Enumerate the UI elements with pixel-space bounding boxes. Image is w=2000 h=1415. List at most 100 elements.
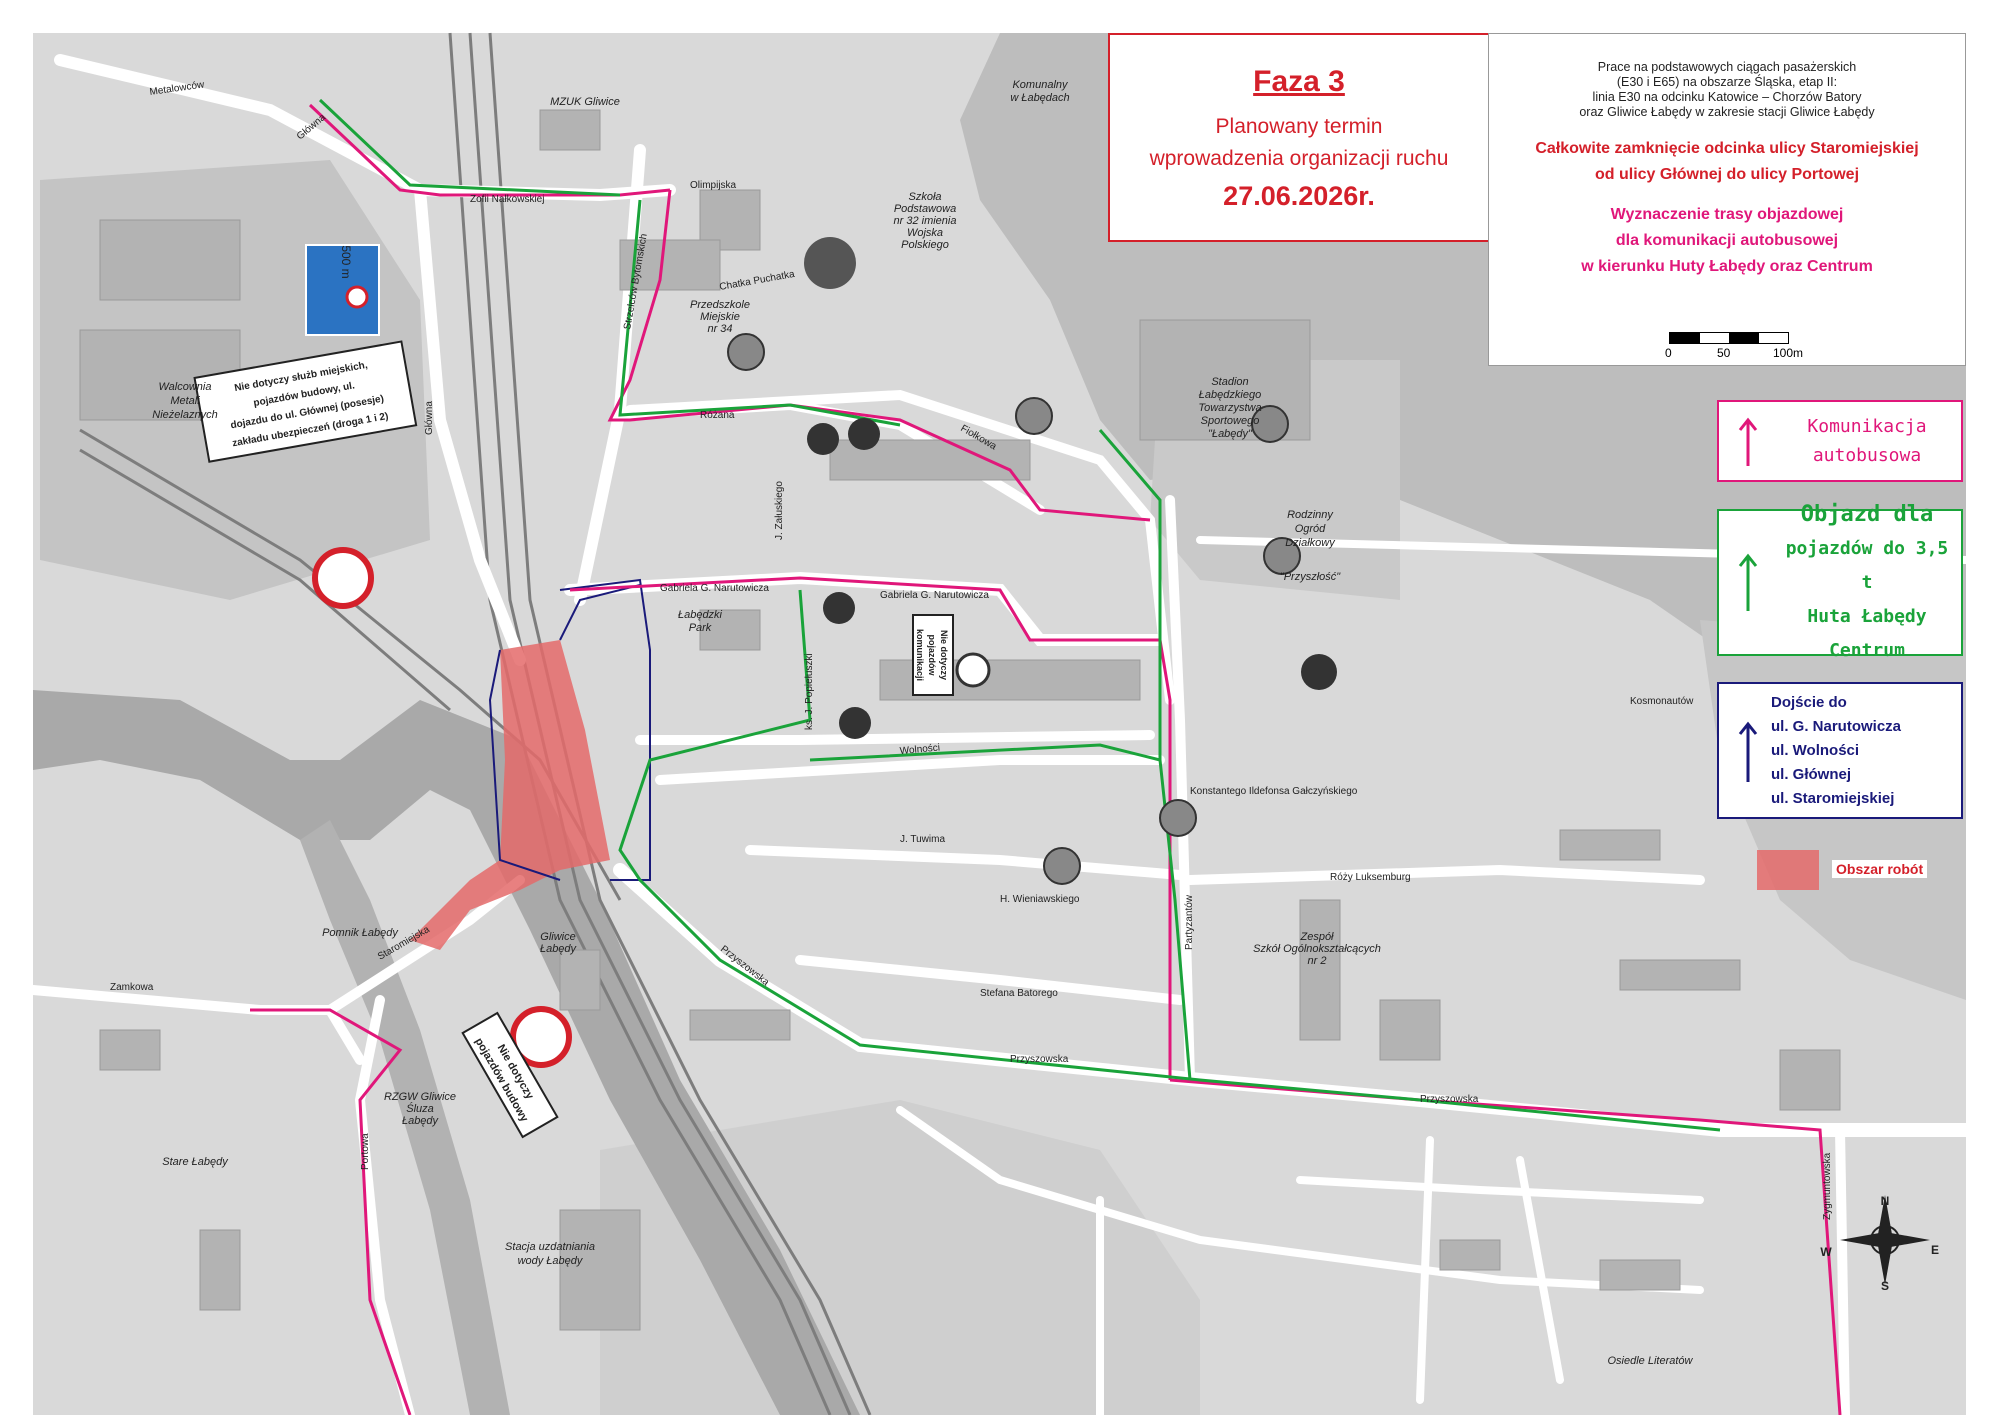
- street-partyzantow: Partyzantów: [1184, 894, 1195, 950]
- project-line-1: Prace na podstawowych ciągach pasażerski…: [1597, 60, 1857, 74]
- place-walcownia-1: Walcownia: [159, 381, 212, 393]
- arrow-up-icon: [1738, 417, 1758, 466]
- compass-e: E: [1931, 1243, 1939, 1257]
- place-stare-labedy: Stare Łabędy: [162, 1156, 229, 1168]
- legend-access: Dojście do ul. G. Narutowicza ul. Wolnoś…: [1717, 682, 1963, 819]
- traffic-signs: [312, 237, 1337, 1068]
- place-wody-2: wody Łabędy: [518, 1255, 584, 1267]
- place-rzgw-1: RZGW Gliwice: [384, 1091, 456, 1103]
- place-szkola-4: Wojska: [907, 227, 943, 239]
- phase-line-2: wprowadzenia organizacji ruchu: [1149, 147, 1449, 170]
- legend-detour: Objazd dla pojazdów do 3,5 t Huta Łabędy…: [1717, 502, 1963, 661]
- closure-line-2: od ulicy Głównej do ulicy Portowej: [1594, 166, 1860, 183]
- street-galczynskiego: Konstantego Ildefonsa Gałczyńskiego: [1190, 786, 1358, 797]
- detour-description: Wyznaczenie trasy objazdowej dla komunik…: [1489, 202, 1965, 280]
- compass-s: S: [1881, 1279, 1889, 1293]
- place-zespol-2: Szkół Ogólnokształcących: [1253, 943, 1381, 955]
- street-wolnosci: Wolności: [899, 743, 940, 757]
- place-szkola-3: nr 32 imienia: [894, 215, 957, 227]
- scale-label-0: 0: [1665, 346, 1672, 360]
- place-komunalny-2: w Łabędach: [1010, 92, 1069, 104]
- legend-works-label: Obszar robót: [1832, 860, 1928, 878]
- sign-500m-label: 500 m: [339, 245, 353, 278]
- arrow-up-icon: [1738, 553, 1758, 611]
- compass-w: W: [1820, 1245, 1832, 1259]
- closure-line-1: Całkowite zamknięcie odcinka ulicy Staro…: [1535, 140, 1919, 157]
- project-line-4: oraz Gliwice Łabędy w zakresie stacji Gl…: [1579, 105, 1875, 119]
- place-ogrod-1: Rodzinny: [1287, 509, 1334, 521]
- legend-works-swatch: [1757, 850, 1819, 890]
- phase-title: Faza 3: [1253, 65, 1345, 98]
- compass-icon: N S E W: [1820, 1194, 1939, 1293]
- place-park-1: Łabędzki: [678, 609, 723, 621]
- legend-access-line-2: ul. G. Narutowicza: [1771, 717, 1902, 735]
- street-przyszowska-3: Przyszowska: [1420, 1094, 1479, 1105]
- scale-bar: 0 50 100m: [1665, 332, 1803, 360]
- scale-label-50: 50: [1717, 346, 1731, 360]
- project-line-2: (E30 i E65) na obszarze Śląska, etap II:: [1616, 75, 1838, 89]
- place-stadion-2: Łabędzkiego: [1199, 389, 1261, 401]
- bus-note-2: pojazdów: [927, 635, 937, 677]
- street-narutowicza-1: Gabriela G. Narutowicza: [660, 583, 769, 594]
- place-zespol-1: Zespół: [1299, 931, 1334, 943]
- street-narutowicza-2: Gabriela G. Narutowicza: [880, 590, 989, 601]
- place-szkola-2: Podstawowa: [894, 203, 956, 215]
- place-szkola-5: Polskiego: [901, 239, 949, 251]
- detour-line-2: dla komunikacji autobusowej: [1615, 232, 1839, 249]
- info-panel: Prace na podstawowych ciągach pasażerski…: [1488, 33, 1966, 366]
- legend-access-line-3: ul. Wolności: [1771, 741, 1860, 759]
- place-stadion-1: Stadion: [1211, 376, 1248, 388]
- legend-bus-line-2: autobusowa: [1812, 445, 1922, 466]
- compass-n: N: [1881, 1194, 1890, 1208]
- place-przedszkole-2: Miejskie: [700, 311, 740, 323]
- river: [33, 690, 860, 1415]
- sign-500m: [305, 244, 380, 336]
- place-walcownia-3: Nieżelaznych: [152, 409, 217, 421]
- place-mzuk: MZUK Gliwice: [550, 96, 620, 108]
- rotated-note: Nie dotyczy służb miejskich, pojazdów bu…: [193, 340, 418, 463]
- canal: [300, 820, 510, 1415]
- project-description: Prace na podstawowych ciągach pasażerski…: [1489, 60, 1965, 120]
- street-glowna-left: Główna: [424, 401, 435, 435]
- street-popieluszki: ks. J. Popiełuszki: [804, 653, 815, 730]
- arrow-up-icon: [1738, 721, 1758, 782]
- bus-note: Nie dotyczy pojazdów komunikacji: [912, 614, 954, 696]
- place-komunalny-1: Komunalny: [1012, 79, 1069, 91]
- scale-label-100: 100m: [1773, 346, 1804, 360]
- legend-detour-line-1: Objazd dla: [1800, 501, 1934, 527]
- phase-date: 27.06.2026r.: [1223, 181, 1375, 211]
- street-zaluskiego: J. Załuskiego: [774, 481, 785, 540]
- street-zamkowa: Zamkowa: [110, 982, 154, 993]
- place-walcownia-2: Metali: [170, 395, 200, 407]
- street-batorego: Stefana Batorego: [980, 988, 1058, 999]
- legend-detour-line-2: pojazdów do 3,5 t: [1785, 537, 1949, 593]
- place-gliwice-1: Gliwice: [540, 931, 575, 943]
- place-wody-1: Stacja uzdatniania: [505, 1241, 595, 1253]
- street-zygmuntowska: Zygmuntowska: [1822, 1152, 1833, 1220]
- buildings: [79, 109, 1841, 1331]
- closure-description: Całkowite zamknięcie odcinka ulicy Staro…: [1489, 136, 1965, 188]
- place-park-2: Park: [689, 622, 712, 634]
- place-osiedle: Osiedle Literatów: [1608, 1355, 1694, 1367]
- place-gliwice-2: Łabędy: [540, 943, 578, 955]
- legend-access-line-1: Dojście do: [1771, 693, 1847, 711]
- street-tuwima: J. Tuwima: [900, 834, 945, 845]
- place-stadion-4: Sportowego: [1201, 415, 1260, 427]
- street-portowa: Portowa: [360, 1133, 371, 1170]
- street-wieniawskiego: H. Wieniawskiego: [1000, 894, 1080, 905]
- place-stadion-3: Towarzystwa: [1198, 402, 1261, 414]
- bus-note-1: Nie dotyczy: [939, 630, 949, 680]
- bus-note-3: komunikacji: [915, 629, 925, 681]
- legend-access-line-5: ul. Staromiejskiej: [1771, 789, 1895, 807]
- place-ogrod-2: Ogród: [1295, 523, 1326, 535]
- place-szkola-1: Szkoła: [908, 191, 941, 203]
- detour-route: [318, 98, 1721, 1132]
- legend-bus-line-1: Komunikacja: [1807, 416, 1927, 437]
- street-rozana: Różana: [700, 410, 735, 421]
- legend-access-line-4: ul. Głównej: [1771, 765, 1852, 783]
- place-przedszkole-1: Przedszkole: [690, 299, 750, 311]
- street-kosmonautow: Kosmonautów: [1630, 696, 1694, 707]
- street-zofii: Zofii Nałkowskiej: [470, 194, 544, 205]
- legend-bus: Komunikacja autobusowa: [1717, 400, 1963, 482]
- works-area: [410, 640, 610, 950]
